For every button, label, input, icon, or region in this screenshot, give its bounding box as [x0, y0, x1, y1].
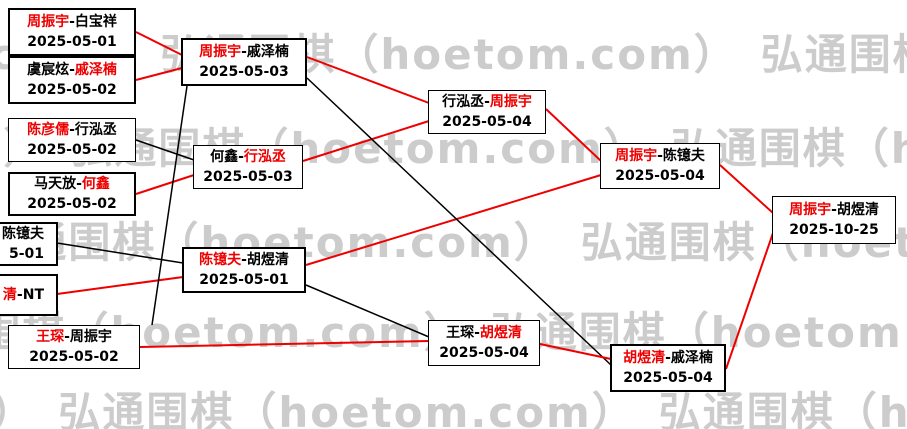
- player-name: -陈镱夫: [657, 148, 705, 164]
- loser-path-line: [305, 284, 430, 338]
- match-box[interactable]: 清-NT: [0, 274, 58, 316]
- match-box[interactable]: 陈彦儒-行泓丞 2025-05-02: [8, 118, 136, 162]
- player-name: -白宝祥: [69, 14, 117, 30]
- watermark-text: 弘通围棋（hoetom.com） 弘通围棋（hoetom.com） 弘通围棋（h…: [0, 218, 907, 267]
- winner-path-line: [539, 343, 612, 360]
- match-players: 周振宇-白宝祥: [10, 12, 134, 32]
- match-date: 2025-05-03: [203, 169, 293, 185]
- player-name: -NT: [16, 287, 44, 303]
- match-players: 陈镱夫-胡煜清: [184, 250, 304, 270]
- match-players: 马天放-何鑫: [10, 174, 134, 194]
- match-box[interactable]: 何鑫-行泓丞 2025-05-03: [193, 145, 303, 189]
- match-players: 陈彦儒-行泓丞: [9, 120, 135, 140]
- match-date: 2025-05-04: [615, 168, 705, 184]
- match-box[interactable]: 行泓丞-周振宇 2025-05-04: [428, 90, 546, 134]
- match-box[interactable]: 虞宸炫-戚泽楠 2025-05-02: [8, 56, 136, 104]
- match-date: 2025-05-01: [27, 34, 117, 50]
- winner-player-name: 周振宇: [27, 14, 70, 30]
- player-name: -行泓丞: [69, 122, 117, 138]
- match-date: 2025-05-02: [27, 196, 117, 212]
- match-players: 周振宇-戚泽楠: [183, 42, 305, 62]
- match-date: 2025-05-02: [29, 349, 119, 365]
- watermark-text: 弘通围棋（hoetom.com） 弘通围棋（hoetom.com） 弘通围棋（h…: [0, 124, 907, 173]
- player-name: 何鑫-: [210, 149, 244, 165]
- loser-path-line: [135, 139, 195, 161]
- winner-path-line: [719, 164, 774, 214]
- match-box[interactable]: 王琛-胡煜清 2025-05-04: [428, 320, 540, 366]
- match-date: 2025-05-04: [623, 370, 713, 386]
- match-box[interactable]: 王琛-周振宇 2025-05-02: [8, 325, 140, 369]
- match-players: 虞宸炫-戚泽楠: [10, 60, 134, 80]
- match-box[interactable]: 周振宇-陈镱夫 2025-05-04: [600, 143, 720, 189]
- match-box[interactable]: 马天放-何鑫 2025-05-02: [8, 172, 136, 216]
- match-players: 胡煜清-戚泽楠: [612, 348, 724, 368]
- match-date: 2025-05-04: [442, 114, 532, 130]
- winner-player-name: 周振宇: [789, 202, 832, 218]
- match-players: 王琛-周振宇: [9, 327, 139, 347]
- match-date: 2025-05-01: [199, 272, 289, 288]
- winner-player-name: 陈彦儒: [27, 122, 70, 138]
- winner-player-name: 周振宇: [199, 44, 242, 60]
- match-players: 陈镱夫: [0, 224, 44, 244]
- match-date: 5-01: [8, 246, 44, 262]
- player-name: -胡煜清: [831, 202, 879, 218]
- loser-path-line: [151, 85, 188, 326]
- player-name: 马天放-: [34, 176, 82, 192]
- player-name: -周振宇: [64, 329, 112, 345]
- winner-player-name: 何鑫: [81, 176, 110, 192]
- player-name: 行泓丞-: [442, 94, 490, 110]
- player-name: -戚泽楠: [241, 44, 289, 60]
- winner-path-line: [139, 340, 430, 348]
- match-box[interactable]: 胡煜清-戚泽楠 2025-05-04: [610, 344, 726, 392]
- winner-path-line: [135, 67, 183, 81]
- winner-path-line: [725, 232, 774, 370]
- match-date: 2025-10-25: [789, 222, 879, 238]
- player-name: -胡煜清: [241, 252, 289, 268]
- winner-player-name: 戚泽楠: [74, 62, 117, 78]
- winner-player-name: 胡煜清: [479, 325, 522, 341]
- winner-path-line: [56, 276, 184, 295]
- match-players: 王琛-胡煜清: [429, 323, 539, 343]
- match-players: 行泓丞-周振宇: [429, 92, 545, 112]
- winner-path-line: [305, 174, 602, 266]
- match-box[interactable]: 周振宇-胡煜清 2025-10-25: [772, 196, 896, 244]
- winner-path-line: [135, 174, 195, 195]
- winner-player-name: 周振宇: [489, 94, 532, 110]
- winner-player-name: 行泓丞: [243, 149, 286, 165]
- winner-player-name: 王琛: [36, 329, 65, 345]
- match-players: 何鑫-行泓丞: [194, 147, 302, 167]
- winner-path-line: [306, 56, 430, 104]
- match-players: 清-NT: [0, 285, 44, 305]
- match-box[interactable]: 陈镱夫 5-01: [0, 222, 58, 266]
- player-name: 虞宸炫-: [27, 62, 75, 78]
- winner-player-name: 周振宇: [615, 148, 658, 164]
- match-box[interactable]: 周振宇-戚泽楠 2025-05-03: [181, 38, 307, 86]
- match-players: 周振宇-胡煜清: [773, 200, 895, 220]
- match-players: 周振宇-陈镱夫: [601, 146, 719, 166]
- match-box[interactable]: 周振宇-白宝祥 2025-05-01: [8, 8, 136, 56]
- loser-path-line: [306, 77, 612, 366]
- match-box[interactable]: 陈镱夫-胡煜清 2025-05-01: [182, 247, 306, 293]
- match-date: 2025-05-03: [199, 64, 289, 80]
- winner-player-name: 清: [2, 287, 17, 303]
- winner-path-line: [545, 108, 602, 162]
- winner-path-line: [302, 120, 430, 162]
- player-name: 王琛-: [446, 325, 480, 341]
- match-date: 2025-05-04: [439, 345, 529, 361]
- winner-path-line: [135, 31, 183, 56]
- match-date: 2025-05-02: [27, 142, 117, 158]
- winner-player-name: 陈镱夫: [199, 252, 242, 268]
- watermark-text: 弘通围棋（hoetom.com） 弘通围棋（hoetom.com） 弘通围棋（h…: [0, 388, 907, 429]
- match-date: 2025-05-02: [27, 82, 117, 98]
- player-name: 陈镱夫: [2, 226, 44, 242]
- player-name: -戚泽楠: [665, 350, 713, 366]
- winner-player-name: 胡煜清: [623, 350, 666, 366]
